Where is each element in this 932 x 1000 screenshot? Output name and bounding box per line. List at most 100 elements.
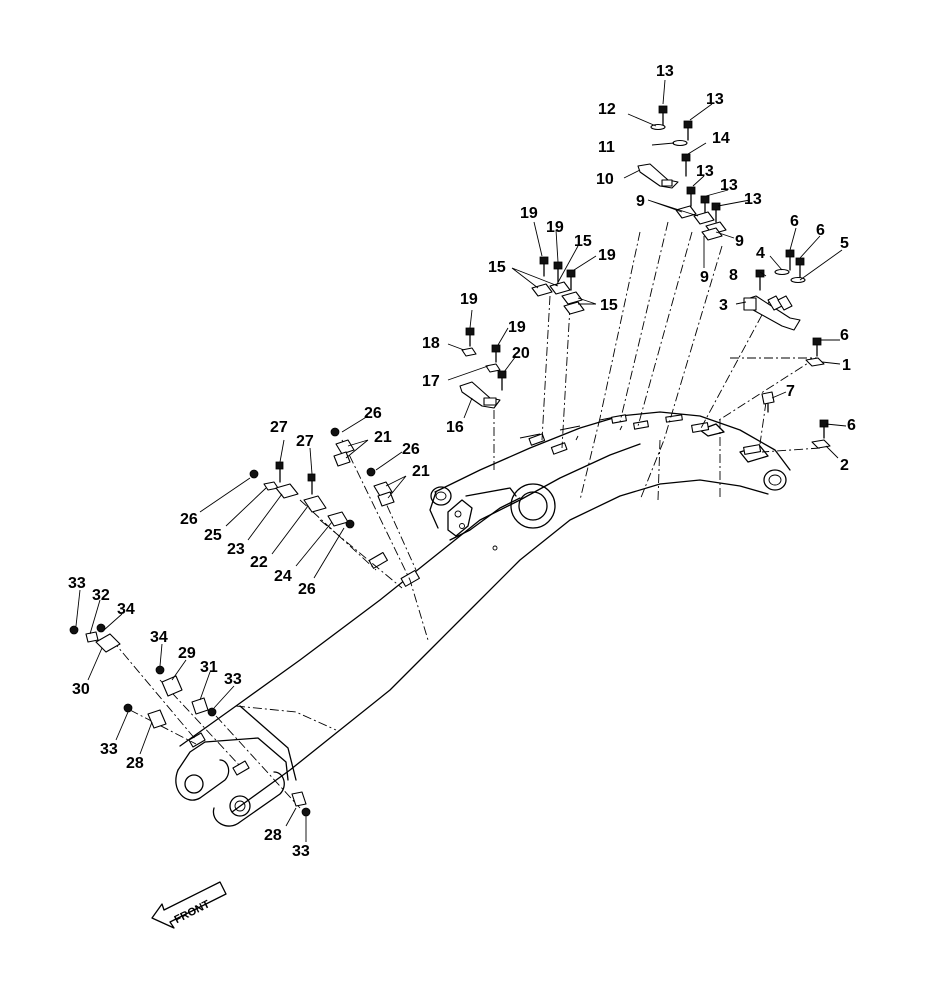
callout-9: 9 [735,233,744,250]
bolt-6-b [795,257,805,279]
callout-27: 27 [270,419,288,436]
bolt-27-b [307,473,316,495]
callout-7: 7 [786,383,795,400]
bolt-20 [497,370,507,391]
callout-6: 6 [847,417,856,434]
leader-lines [75,79,847,842]
washer-11 [672,139,688,147]
callout-13: 13 [744,191,762,208]
washer-12 [650,123,666,131]
callout-15: 15 [574,233,592,250]
excavator-boom [175,411,791,827]
clamp-29 [161,675,183,697]
callout-19: 19 [508,319,526,336]
nut-26-a [330,427,340,437]
bolt-14 [681,153,691,177]
callout-25: 25 [204,527,222,544]
front-direction-arrow: FRONT [151,881,227,929]
callout-15: 15 [488,259,506,276]
nut-26-c [249,469,259,479]
washer-25 [263,481,279,491]
callout-15: 15 [600,297,618,314]
bolt-13-top [658,105,668,127]
callout-26: 26 [298,581,316,598]
nut-26-d [345,519,355,529]
callout-31: 31 [200,659,218,676]
bolt-19-b [553,261,563,283]
callout-28: 28 [126,755,144,772]
bolt-19-a [539,256,549,277]
front-clamp-assembly [69,623,311,817]
callout-19: 19 [546,219,564,236]
callout-33: 33 [100,741,118,758]
washer-18 [461,347,477,357]
callout-13: 13 [656,63,674,80]
clamp-28-a [147,709,167,729]
bolt-6-d [819,419,829,439]
bolt-33-c [123,703,133,713]
callout-34: 34 [150,629,168,646]
callout-13: 13 [706,91,724,108]
callout-6: 6 [840,327,849,344]
front-arrow-icon [151,881,227,929]
callout-33: 33 [292,843,310,860]
nut-26-b [366,467,376,477]
bolt-8 [755,269,765,291]
callout-16: 16 [446,419,464,436]
callout-26: 26 [364,405,382,422]
bolt-33-d [301,807,311,817]
callout-19: 19 [460,291,478,308]
callout-12: 12 [598,101,616,118]
callout-19: 19 [598,247,616,264]
bolt-34-a [96,623,106,633]
bolt-13-b [683,120,693,141]
callout-26: 26 [402,441,420,458]
callout-6: 6 [816,222,825,239]
callout-5: 5 [840,235,849,252]
clamp-22 [303,495,327,513]
callout-26: 26 [180,511,198,528]
callout-11: 11 [598,139,615,156]
callout-labels: 13 12 13 11 14 10 13 13 13 9 9 9 6 6 4 5… [68,63,856,860]
clamp-28-b [291,791,307,807]
assembly-centerlines [111,221,821,809]
callout-34: 34 [117,601,135,618]
callout-14: 14 [712,130,730,147]
washer-4 [774,268,790,276]
bolt-13-d [700,195,710,215]
callout-19: 19 [520,205,538,222]
callout-18: 18 [422,335,440,352]
right-clamp-assembly [743,249,831,449]
callout-1: 1 [842,357,851,374]
bolt-6-a [785,249,795,271]
washer-2 [811,439,831,449]
callout-23: 23 [227,541,245,558]
callout-27: 27 [296,433,314,450]
bolt-34-b [155,665,165,675]
clamp-23 [275,483,299,499]
bolt-19-e [491,344,501,363]
callout-33: 33 [68,575,86,592]
bolt-19-c [566,269,576,291]
callout-30: 30 [72,681,90,698]
washer-17 [485,363,501,373]
left-mid-clamp-assembly [249,427,395,529]
washer-1 [805,357,825,367]
bolt-13-c [686,186,696,207]
bolt-7 [761,391,775,405]
callout-10: 10 [596,171,614,188]
plate-9b [693,211,715,225]
callout-21: 21 [412,463,430,480]
callout-9: 9 [700,269,709,286]
clamp-31 [191,697,209,715]
bolt-13-e [711,202,721,223]
bolt-27-a [275,461,284,483]
callout-28: 28 [264,827,282,844]
callout-6: 6 [790,213,799,230]
callout-2: 2 [840,457,849,474]
callout-8: 8 [729,267,738,284]
callout-29: 29 [178,645,196,662]
callout-13: 13 [696,163,714,180]
bolt-33-b [207,707,217,717]
